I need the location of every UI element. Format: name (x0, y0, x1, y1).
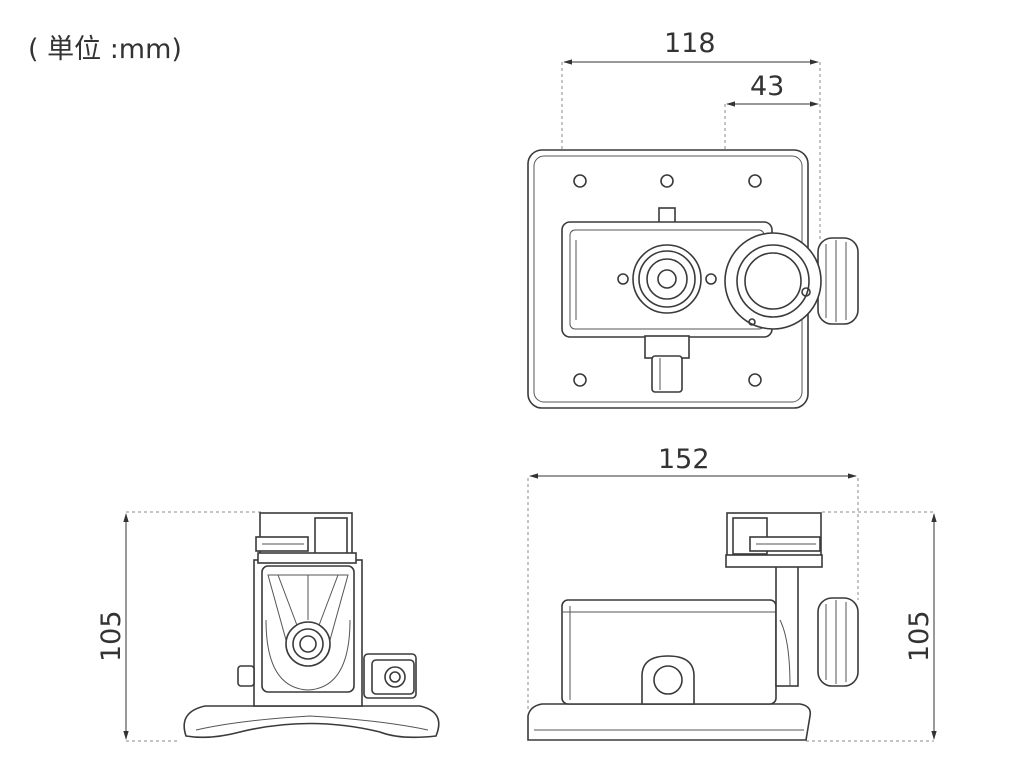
top-view: 118 43 (527, 28, 859, 409)
dim-front-width: 152 (658, 444, 710, 475)
dim-top-width: 118 (664, 28, 716, 59)
unit-label: ( 単位 :mm) (28, 34, 182, 65)
dim-side-height: 105 (96, 610, 127, 662)
side-view: 105 (96, 511, 440, 742)
dim-front-height: 105 (904, 610, 935, 662)
front-view: 152 105 (527, 444, 937, 742)
dim-top-offset: 43 (750, 71, 784, 102)
